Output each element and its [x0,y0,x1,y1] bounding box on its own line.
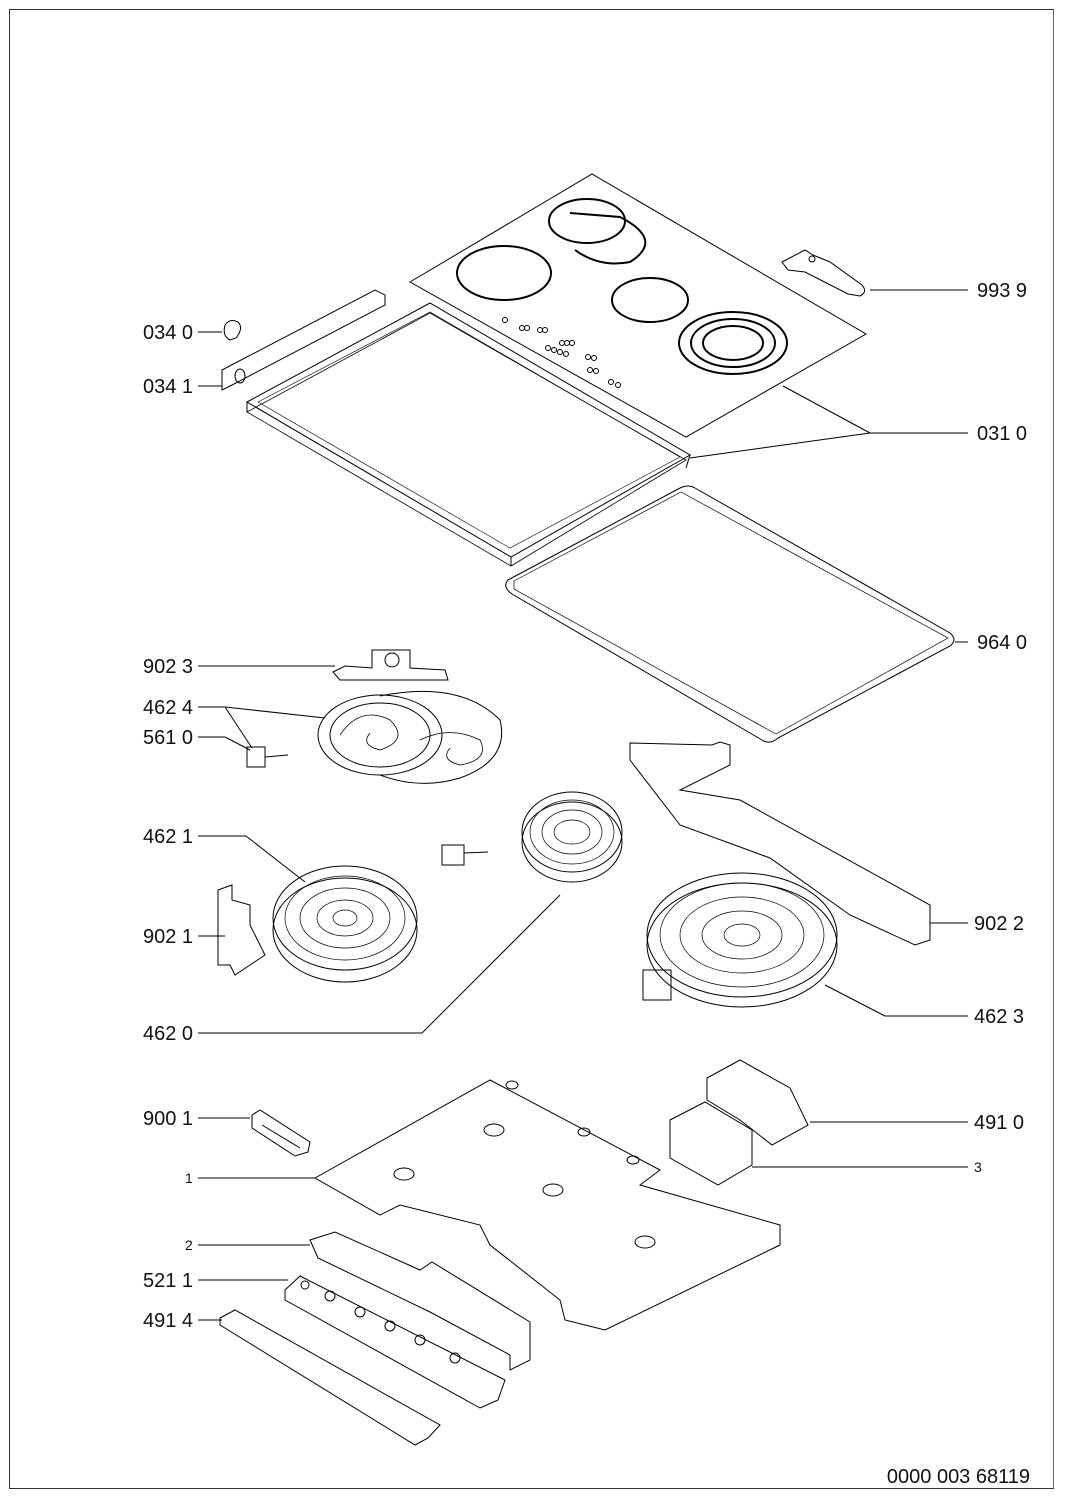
frame-part [247,303,690,566]
callout-902-2: 902 2 [974,913,1025,935]
seal-part [506,486,954,742]
leader-lines [198,290,968,1320]
callout-521-1: 521 1 [143,1270,194,1292]
bracket-part [222,290,385,390]
base-plate-part [315,1080,780,1330]
bracket-part [630,742,930,945]
switch-part [442,845,488,865]
callout-993-9: 993 9 [977,280,1028,302]
callout-034-0: 034 0 [143,322,194,344]
callout-034-1: 034 1 [143,376,194,398]
callout-462-3: 462 3 [974,1006,1025,1028]
callout-491-4: 491 4 [143,1310,194,1332]
bracket-part [252,1110,310,1156]
cover-part [220,1310,440,1445]
callout-462-1: 462 1 [143,826,194,848]
callout-031-0: 031 0 [977,423,1028,445]
callout-462-0: 462 0 [143,1023,194,1045]
callout-902-3: 902 3 [143,656,194,678]
callout-2: 2 [185,1237,193,1253]
bracket-part [218,885,265,975]
callout-900-1: 900 1 [143,1108,194,1130]
control-board-part [285,1276,505,1408]
callout-3: 3 [974,1159,982,1175]
callout-491-0: 491 0 [974,1112,1025,1134]
callout-1: 1 [185,1170,193,1186]
housing-part [670,1060,808,1185]
drawing-frame [9,9,1054,1489]
heater-part [273,866,417,982]
callout-462-4: 462 4 [143,697,194,719]
scraper-part [782,250,865,296]
glass-cooktop-part [410,174,866,437]
document-number: 0000 003 68119 [886,1466,1030,1488]
heater-part [522,792,622,882]
callout-964-0: 964 0 [977,632,1028,654]
bracket-part [333,650,448,680]
callout-902-1: 902 1 [143,926,194,948]
callout-561-0: 561 0 [143,727,194,749]
heater-part [643,873,837,1007]
clip-part [224,321,240,340]
switch-part [247,747,288,767]
dual-heater-part [318,691,502,783]
bracket-part [310,1232,530,1370]
